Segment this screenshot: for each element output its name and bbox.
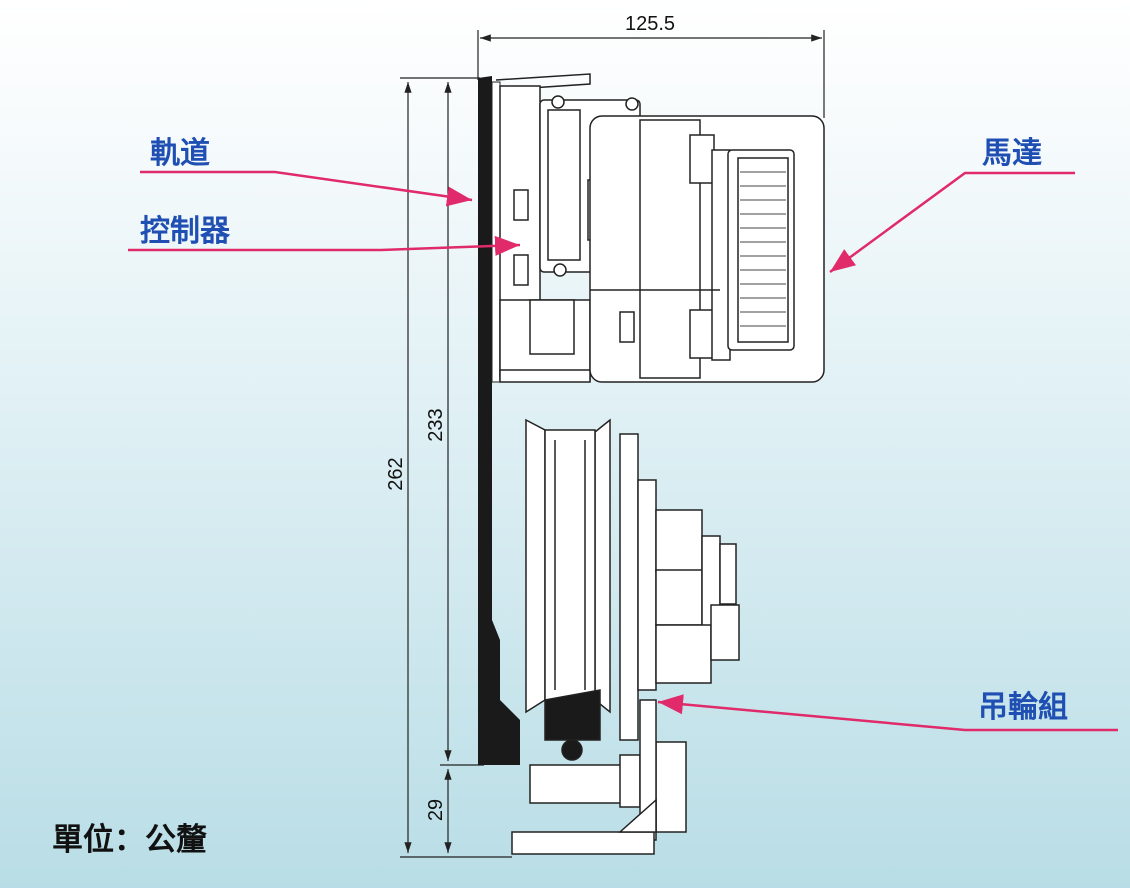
dimension-lower-height-label: 29 — [425, 799, 447, 821]
callout-pulley-assembly: 吊輪組 — [978, 690, 1068, 725]
leader-track — [140, 170, 473, 207]
callout-controller: 控制器 — [140, 214, 231, 249]
dimension-width — [477, 30, 825, 118]
dimension-total-height-label: 262 — [385, 457, 407, 490]
leader-controller — [128, 235, 521, 256]
dimension-total-height — [400, 77, 512, 858]
pulley-assembly — [511, 418, 740, 855]
dimension-upper-height-label: 233 — [425, 408, 447, 441]
dimension-width-label: 125.5 — [625, 13, 675, 35]
callout-motor: 馬達 — [982, 136, 1042, 171]
callout-track: 軌道 — [150, 136, 210, 171]
leader-lines — [128, 170, 1118, 732]
leader-pulley — [657, 694, 1118, 732]
unit-label: 單位：公釐 — [52, 822, 207, 858]
track-rail — [478, 73, 591, 765]
leader-motor — [829, 171, 1075, 274]
motor — [589, 115, 825, 383]
